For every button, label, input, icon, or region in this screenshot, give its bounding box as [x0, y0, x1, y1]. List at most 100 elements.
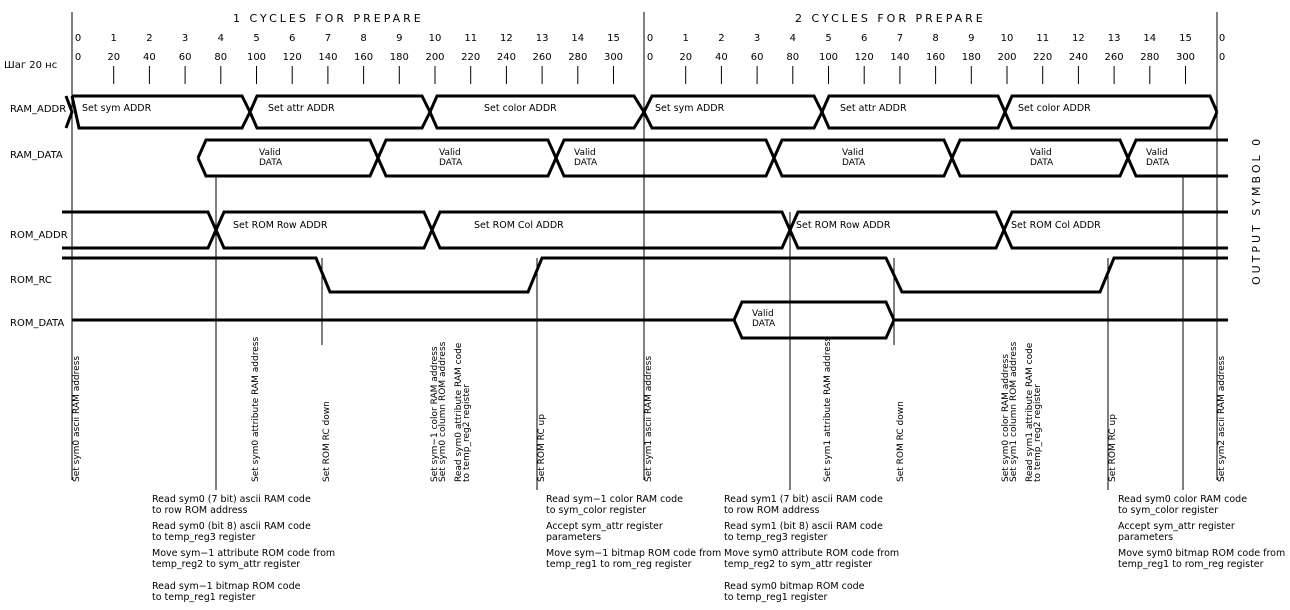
- vertical-labels: Set sym0 ascii RAM address Set sym0 attr…: [72, 337, 1227, 482]
- tick-time-label: 100: [819, 52, 838, 63]
- ram-addr-label: Set attr ADDR: [268, 103, 335, 114]
- tick-time-label: 280: [1140, 52, 1159, 63]
- event-markers: [215, 176, 1184, 490]
- tick-index-label: 4: [790, 33, 796, 44]
- event-label: Set ROM RC up: [537, 414, 547, 482]
- tick-index-label: 5: [253, 33, 259, 44]
- data-label: DATA: [439, 158, 463, 168]
- tick-time-label: 0: [1219, 52, 1225, 63]
- event-label: Set ROM RC down: [896, 401, 906, 482]
- data-label: DATA: [259, 158, 283, 168]
- note-block: Read sym0 (7 bit) ascii RAM code to row …: [152, 494, 338, 603]
- ram-addr-label: Set color ADDR: [1018, 103, 1091, 114]
- note-block: Read sym−1 color RAM code to sym_color r…: [546, 494, 724, 570]
- note-block: Read sym0 color RAM code to sym_color re…: [1118, 494, 1288, 570]
- tick-index-label: 0: [647, 33, 653, 44]
- tick-index-label: 11: [464, 33, 477, 44]
- valid-label: Valid: [1030, 148, 1052, 158]
- signal-rom-data: ROM_DATA: [10, 318, 64, 329]
- tick-time-label: 80: [214, 52, 227, 63]
- tick-index-label: 8: [360, 33, 366, 44]
- tick-time-label: 300: [604, 52, 623, 63]
- signal-ram-addr: RAM_ADDR: [10, 104, 66, 115]
- rom-addr-waveform: [62, 210, 1228, 250]
- ram-addr-label: Set attr ADDR: [840, 103, 907, 114]
- valid-label: Valid: [842, 148, 864, 158]
- valid-label: Valid: [1146, 148, 1168, 158]
- event-label: Set sym0 ascii RAM address: [72, 356, 82, 482]
- event-label: Set sym0 attribute RAM address: [251, 337, 261, 482]
- tick-time-label: 200: [997, 52, 1016, 63]
- tick-time-label: 120: [283, 52, 302, 63]
- cycle2-header: 2 CYCLES FOR PREPARE: [795, 12, 986, 25]
- tick-scale: 0012024036048051006120714081609180102001…: [75, 33, 1225, 84]
- output-symbol-label: OUTPUT SYMBOL 0: [1250, 136, 1263, 285]
- tick-index-label: 4: [218, 33, 224, 44]
- event-label: Set sym0 color RAM address Set sym1 colu…: [1001, 339, 1043, 482]
- tick-index-label: 6: [289, 33, 295, 44]
- tick-index-label: 8: [932, 33, 938, 44]
- tick-time-label: 260: [1105, 52, 1124, 63]
- tick-index-label: 14: [1143, 33, 1156, 44]
- tick-index-label: 1: [683, 33, 689, 44]
- tick-index-label: 9: [968, 33, 974, 44]
- tick-index-label: 14: [571, 33, 584, 44]
- tick-time-label: 40: [143, 52, 156, 63]
- rom-addr-label: Set ROM Row ADDR: [796, 220, 891, 231]
- tick-index-label: 3: [754, 33, 760, 44]
- data-label: DATA: [842, 158, 866, 168]
- tick-time-label: 60: [751, 52, 764, 63]
- ram-data-waveform: [196, 138, 1228, 178]
- event-label: Set ROM RC down: [322, 401, 332, 482]
- tick-index-label: 1: [111, 33, 117, 44]
- valid-label: Valid: [752, 309, 774, 319]
- tick-time-label: 200: [425, 52, 444, 63]
- tick-time-label: 180: [962, 52, 981, 63]
- ram-addr-label: Set sym ADDR: [82, 103, 152, 114]
- signal-ram-data: RAM_DATA: [10, 150, 63, 161]
- rom-addr-label: Set ROM Col ADDR: [1011, 220, 1101, 231]
- tick-index-label: 15: [1179, 33, 1192, 44]
- tick-index-label: 5: [825, 33, 831, 44]
- rom-addr-label: Set ROM Col ADDR: [474, 220, 564, 231]
- tick-time-label: 0: [75, 52, 81, 63]
- signal-rom-rc: ROM_RC: [10, 275, 52, 286]
- tick-time-label: 140: [318, 52, 337, 63]
- tick-index-label: 3: [182, 33, 188, 44]
- rom-data-waveform: [72, 300, 1228, 340]
- tick-index-label: 0: [1219, 33, 1225, 44]
- tick-index-label: 9: [396, 33, 402, 44]
- tick-time-label: 300: [1176, 52, 1195, 63]
- rom-addr-label: Set ROM Row ADDR: [233, 220, 328, 231]
- cycle1-header: 1 CYCLES FOR PREPARE: [233, 12, 424, 25]
- tick-time-label: 80: [786, 52, 799, 63]
- event-label: Set sym2 ascii RAM address: [1217, 356, 1227, 482]
- event-label: Set ROM RC up: [1108, 414, 1118, 482]
- tick-time-label: 40: [715, 52, 728, 63]
- tick-time-label: 100: [247, 52, 266, 63]
- tick-time-label: 160: [926, 52, 945, 63]
- tick-time-label: 220: [461, 52, 480, 63]
- tick-time-label: 280: [568, 52, 587, 63]
- tick-index-label: 11: [1036, 33, 1049, 44]
- tick-index-label: 12: [500, 33, 513, 44]
- valid-label: Valid: [439, 148, 461, 158]
- tick-time-label: 260: [533, 52, 552, 63]
- tick-index-label: 0: [75, 33, 81, 44]
- tick-index-label: 10: [429, 33, 442, 44]
- tick-time-label: 180: [390, 52, 409, 63]
- valid-label: Valid: [574, 148, 596, 158]
- valid-label: Valid: [259, 148, 281, 158]
- data-label: DATA: [1030, 158, 1054, 168]
- tick-index-label: 7: [325, 33, 331, 44]
- rom-rc-waveform: [62, 256, 1228, 294]
- tick-time-label: 0: [647, 52, 653, 63]
- tick-index-label: 13: [1108, 33, 1121, 44]
- data-label: DATA: [574, 158, 598, 168]
- tick-index-label: 10: [1001, 33, 1014, 44]
- step-label: Шаг 20 нс: [4, 60, 57, 71]
- tick-index-label: 15: [607, 33, 620, 44]
- ram-addr-waveform: [64, 94, 1219, 130]
- tick-index-label: 12: [1072, 33, 1085, 44]
